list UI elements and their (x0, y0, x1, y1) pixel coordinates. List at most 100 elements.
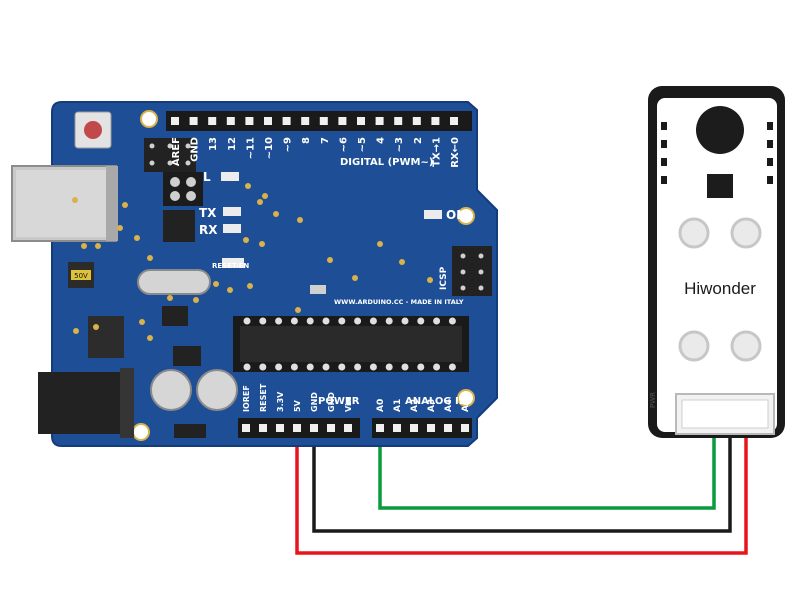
via (427, 277, 433, 283)
via (247, 283, 253, 289)
digital-pin-label: AREF (171, 137, 182, 166)
digital-pin (245, 117, 254, 125)
digital-section-label: DIGITAL (PWM~) (340, 157, 433, 168)
reset-en-label: RESET-EN (212, 262, 249, 270)
via (93, 324, 99, 330)
mcu-pin (243, 317, 251, 325)
via (95, 243, 101, 249)
mcu-pin (290, 317, 298, 325)
via (297, 217, 303, 223)
mcu-pin (259, 363, 267, 371)
wire-green-a0 (378, 435, 716, 510)
power-pin-label: Vin (344, 397, 353, 412)
digital-pin-label: ~3 (394, 137, 405, 152)
icsp-header-usb (144, 138, 196, 172)
mcu-pin (385, 317, 393, 325)
analog-pin-label: A2 (410, 399, 420, 412)
digital-pin (208, 117, 217, 125)
mcu-pin (401, 363, 409, 371)
led-l (221, 172, 239, 181)
digital-pin (226, 117, 235, 125)
led-tx (223, 207, 241, 216)
power-pin-label: GND (310, 392, 319, 412)
mcu-pin (369, 317, 377, 325)
analog-pin (427, 424, 435, 432)
digital-pin-label: ~6 (338, 137, 349, 152)
mcu-pin (385, 363, 393, 371)
wire-black-gnd (312, 435, 732, 533)
capacitor (196, 369, 238, 411)
mcu-pin (275, 317, 283, 325)
via (117, 225, 123, 231)
mcu-pin (417, 363, 425, 371)
mounting-hole (457, 389, 475, 407)
mcu-pin (354, 363, 362, 371)
digital-pin-label: 7 (320, 137, 331, 144)
via (273, 211, 279, 217)
mcu-pin (448, 317, 456, 325)
led-rx-label: RX (199, 223, 218, 237)
via (72, 197, 78, 203)
wires (295, 435, 748, 555)
analog-pin (461, 424, 469, 432)
via (73, 328, 79, 334)
via (122, 202, 128, 208)
analog-pin-label: A0 (376, 399, 386, 412)
digital-pin-label: 2 (413, 137, 424, 144)
via (327, 257, 333, 263)
digital-pin (357, 117, 365, 125)
power-pin (310, 424, 318, 432)
power-pin-label: 5V (293, 399, 302, 412)
analog-section-label: ANALOG IN (405, 396, 467, 407)
wire-red-5v (295, 435, 748, 555)
power-pin (344, 424, 352, 432)
module-brand: Hiwonder (684, 279, 756, 298)
power-pin (242, 424, 250, 432)
via (243, 237, 249, 243)
mounting-hole (132, 423, 150, 441)
power-section-label: POWER (318, 396, 360, 407)
digital-pin (319, 117, 328, 125)
mcu-pin (401, 317, 409, 325)
digital-pin (338, 117, 347, 125)
digital-pin (412, 117, 421, 125)
mcu-pin (306, 363, 314, 371)
mcu-pin (417, 317, 425, 325)
module-hole (678, 330, 710, 362)
via (262, 193, 268, 199)
via (81, 243, 87, 249)
mcu-pin (322, 363, 330, 371)
small-chip (162, 306, 188, 326)
module-hole (730, 217, 762, 249)
led-tx-label: TX (199, 206, 217, 220)
module-hole (678, 217, 710, 249)
analog-pin (376, 424, 384, 432)
power-pin (259, 424, 267, 432)
sound-sensor-module: Hiwonder PWR (648, 86, 785, 438)
mcu-pin (448, 363, 456, 371)
crystal (137, 269, 211, 295)
digital-pin (375, 117, 384, 125)
module-hole (730, 330, 762, 362)
mcu-pin (433, 317, 441, 325)
power-pin-label: 3.3V (276, 391, 285, 412)
via (227, 287, 233, 293)
via (259, 241, 265, 247)
digital-pin (189, 117, 198, 125)
digital-header (166, 111, 472, 131)
led-on (424, 210, 442, 219)
power-pin (276, 424, 284, 432)
usb-chip (163, 210, 195, 242)
mcu-pin (322, 317, 330, 325)
power-pin-label: IOREF (242, 385, 251, 412)
analog-pin-label: A5 (461, 399, 471, 412)
analog-pin (444, 424, 452, 432)
mounting-hole (140, 110, 158, 128)
via (193, 297, 199, 303)
analog-pin-label: A3 (427, 399, 437, 412)
power-pin-label: GND (327, 392, 336, 412)
